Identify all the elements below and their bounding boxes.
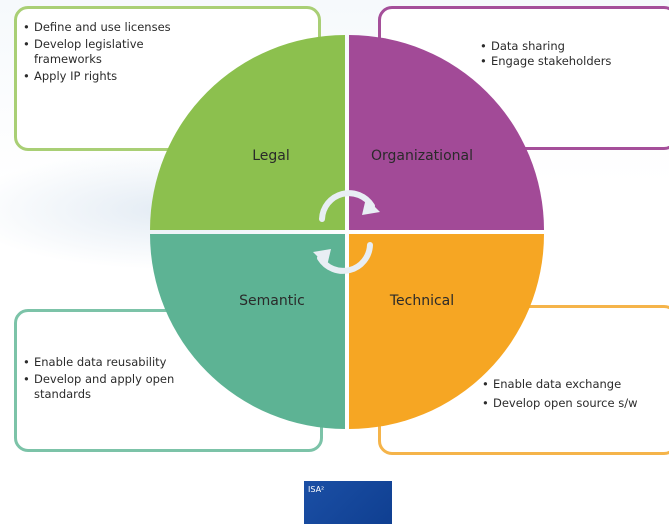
semantic-bullet-item: Develop and apply open standards [22, 372, 202, 402]
semantic-quadrant [150, 234, 345, 429]
semantic-label: Semantic [239, 293, 305, 309]
semantic-bullet-list: Enable data reusability Develop and appl… [22, 355, 202, 404]
isa-logo: ISA² [304, 481, 392, 524]
semantic-bullet-item: Enable data reusability [22, 355, 202, 370]
organizational-quadrant [349, 35, 544, 230]
organizational-label: Organizational [371, 148, 473, 164]
organizational-bullet-item: Data sharing [479, 39, 659, 54]
legal-bullet-item: Define and use licenses [22, 20, 202, 35]
technical-bullet-list: Enable data exchange Develop open source… [481, 377, 666, 415]
legal-bullet-list: Define and use licenses Develop legislat… [22, 20, 202, 86]
legal-bullet-item: Develop legislative frameworks [22, 37, 202, 67]
legal-label: Legal [252, 148, 290, 164]
technical-quadrant [349, 234, 544, 429]
technical-bullet-item: Enable data exchange [481, 377, 666, 392]
legal-bullet-item: Apply IP rights [22, 69, 202, 84]
isa-logo-text: ISA² [308, 485, 325, 494]
cycle-arrows-icon [313, 190, 380, 274]
legal-quadrant [150, 35, 345, 230]
technical-label: Technical [389, 293, 454, 309]
organizational-bullet-item: Engage stakeholders [479, 54, 659, 69]
technical-bullet-item: Develop open source s/w [481, 396, 666, 411]
organizational-bullet-list: Data sharing Engage stakeholders [479, 39, 659, 69]
